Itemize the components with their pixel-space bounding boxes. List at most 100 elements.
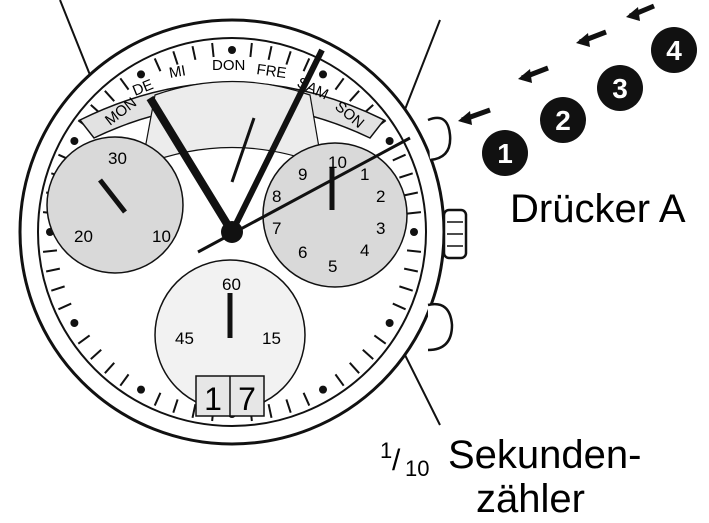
minute-tick bbox=[403, 267, 419, 273]
pusher-b[interactable] bbox=[427, 302, 454, 352]
right-subdial-label-3: 3 bbox=[376, 219, 385, 238]
minute-tick bbox=[104, 90, 115, 102]
minute-tick bbox=[267, 45, 273, 61]
arrow-head bbox=[458, 111, 472, 125]
left-subdial-label-30: 30 bbox=[108, 149, 127, 168]
step-4-badge bbox=[651, 27, 697, 73]
small-hand bbox=[230, 117, 256, 183]
minute-tick bbox=[267, 403, 273, 419]
hour-marker bbox=[137, 70, 145, 79]
minute-tick bbox=[211, 42, 215, 58]
counter-label-line1: Sekunden- bbox=[448, 433, 641, 477]
minute-tick bbox=[119, 77, 130, 91]
counter-fraction-numerator: 1 bbox=[380, 438, 392, 463]
minute-tick bbox=[90, 349, 102, 360]
hour-marker bbox=[319, 70, 327, 79]
step-1-badge bbox=[482, 130, 528, 176]
minute-tick bbox=[153, 392, 162, 406]
right-subdial-label-1: 1 bbox=[360, 165, 369, 184]
counter-fraction-denominator: 10 bbox=[405, 456, 429, 481]
arrow-head bbox=[576, 33, 590, 47]
minute-tick bbox=[191, 403, 197, 419]
minute-tick bbox=[362, 349, 374, 360]
minute-tick bbox=[119, 373, 130, 387]
weekday-don: DON bbox=[212, 57, 245, 74]
minute-tick bbox=[406, 211, 422, 215]
right-subdial-label-8: 8 bbox=[272, 187, 281, 206]
minute-tick bbox=[406, 249, 422, 253]
minute-tick bbox=[302, 58, 311, 72]
step-2-number: 2 bbox=[555, 105, 571, 136]
minute-tick bbox=[349, 362, 360, 374]
step-1-number: 1 bbox=[497, 138, 513, 169]
press-arrows bbox=[458, 3, 655, 125]
left-subdial-label-10: 10 bbox=[152, 227, 171, 246]
right-subdial-label-10: 10 bbox=[328, 153, 347, 172]
counter-label-line2: zähler bbox=[476, 477, 585, 521]
center-pinion bbox=[221, 221, 243, 243]
minute-tick bbox=[349, 90, 360, 102]
minute-tick bbox=[153, 58, 162, 72]
minute-tick bbox=[45, 267, 61, 273]
minute-tick bbox=[58, 302, 72, 311]
minute-tick bbox=[77, 334, 91, 345]
left-subdial-hand bbox=[98, 178, 127, 214]
right-subdial-label-9: 9 bbox=[298, 165, 307, 184]
minute-tick bbox=[302, 392, 311, 406]
minute-tick bbox=[334, 373, 345, 387]
minute-tick bbox=[172, 50, 179, 65]
tenth-second-subdial bbox=[262, 142, 408, 288]
hour-marker bbox=[410, 228, 418, 236]
right-subdial-label-2: 2 bbox=[376, 187, 385, 206]
right-subdial-label-6: 6 bbox=[298, 243, 307, 262]
minute-tick bbox=[285, 399, 292, 414]
right-subdial-label-4: 4 bbox=[360, 241, 369, 260]
minute-tick bbox=[334, 77, 345, 91]
bottom-subdial-label-60: 60 bbox=[222, 275, 241, 294]
minute-tick bbox=[373, 334, 387, 345]
hour-marker bbox=[70, 319, 79, 327]
hour-marker bbox=[70, 137, 79, 145]
minute-tick bbox=[42, 249, 58, 253]
minute-tick bbox=[191, 45, 197, 61]
bottom-subdial-label-15: 15 bbox=[262, 329, 281, 348]
weekday-fre: FRE bbox=[255, 61, 287, 82]
step-3-number: 3 bbox=[612, 73, 628, 104]
date-digit-1: 1 bbox=[204, 381, 222, 417]
minute-ticks bbox=[42, 42, 422, 422]
date-digit-2: 7 bbox=[238, 381, 256, 417]
minute-hand bbox=[229, 48, 325, 234]
arrow-head bbox=[626, 7, 640, 21]
hour-marker bbox=[385, 137, 394, 145]
right-subdial-label-5: 5 bbox=[328, 257, 337, 276]
minute-tick bbox=[403, 191, 419, 197]
minute-tick bbox=[285, 50, 292, 65]
minute-tick bbox=[104, 362, 115, 374]
pusher-a-label: Drücker A bbox=[510, 187, 686, 231]
counter-fraction-slash: / bbox=[392, 444, 401, 477]
minute-tick bbox=[392, 302, 406, 311]
hour-marker bbox=[385, 319, 394, 327]
minute-tick bbox=[399, 285, 414, 292]
minute-tick bbox=[399, 172, 414, 179]
minute-tick bbox=[172, 399, 179, 414]
weekday-mi: MI bbox=[168, 62, 187, 82]
bottom-subdial-label-45: 45 bbox=[175, 329, 194, 348]
hour-marker bbox=[319, 385, 327, 394]
hour-marker bbox=[228, 46, 236, 54]
weekday-de: DE bbox=[130, 76, 156, 100]
minute-tick bbox=[392, 153, 406, 162]
left-subdial-label-20: 20 bbox=[74, 227, 93, 246]
minute-tick bbox=[50, 285, 65, 292]
arrow-head bbox=[518, 69, 532, 83]
step-2-badge bbox=[540, 97, 586, 143]
step-3-badge bbox=[597, 65, 643, 111]
step-4-number: 4 bbox=[666, 35, 682, 66]
minute-tick bbox=[249, 42, 253, 58]
left-subdial bbox=[46, 136, 184, 274]
hour-hand bbox=[146, 95, 236, 235]
right-subdial-label-7: 7 bbox=[272, 219, 281, 238]
hour-marker bbox=[137, 385, 145, 394]
pusher-a[interactable] bbox=[427, 116, 452, 162]
